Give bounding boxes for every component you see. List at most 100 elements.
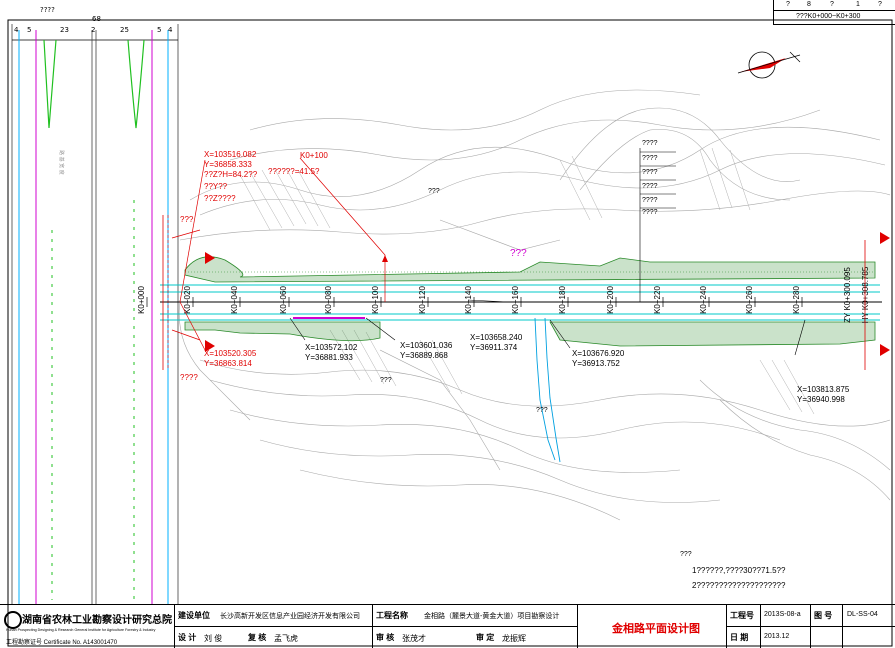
north-arrow-icon <box>737 51 801 79</box>
project-label: 工程名称 <box>376 611 408 620</box>
direction-arrow <box>382 255 388 262</box>
elev-row-2: ???? <box>642 169 658 176</box>
project-no-label: 工程号 <box>730 611 754 620</box>
institute-logo-icon <box>4 611 22 629</box>
road-slope-bottom <box>184 321 876 347</box>
station-label-curve: HY K0+308.785 <box>861 266 870 323</box>
top-box-col-2: 8 <box>807 1 811 8</box>
coord-bottom-left-x: X=103520.305 <box>204 349 257 358</box>
station-label: K0+200 <box>606 286 615 314</box>
coord-p2-y: Y=36889.868 <box>400 351 448 360</box>
start-boundary <box>162 215 169 370</box>
cross-section-panel: 路 基 宽 度 <box>11 24 179 604</box>
start-arrow-top <box>205 252 215 264</box>
elev-row-1: ???? <box>642 155 658 162</box>
owner-value: 长沙高新开发区信息产业园经济开发有限公司 <box>220 613 360 620</box>
header-seg-1: 4 <box>14 26 19 34</box>
coord-top-left-note1: ??Y?? <box>204 182 228 191</box>
mark-b: ??? <box>510 248 527 259</box>
creek <box>534 317 561 463</box>
coord-top-left-curve: ??Z?H=84.2?? <box>204 170 258 179</box>
coord-top-left-x: X=103516.082 <box>204 150 257 159</box>
drawing-frame <box>7 19 893 647</box>
coord-bottom-left-note: ???? <box>180 373 198 382</box>
project-no-value: 2013S-08-a <box>764 611 801 618</box>
institute-name: 湖南省农林工业勘察设计研究总院 <box>22 615 172 626</box>
top-right-box: ? 8 ? 1 ? ???K0+000~K0+300 <box>773 0 895 25</box>
station-label: K0+080 <box>324 286 333 314</box>
station-label: K0+000 <box>137 286 146 314</box>
station-label: K0+160 <box>511 286 520 314</box>
coord-p4-y: Y=36913.752 <box>572 359 620 368</box>
station-label: K0+020 <box>183 286 192 314</box>
header-seg-2: 5 <box>27 26 31 34</box>
q-left-label: ??? <box>180 215 194 224</box>
coord-p1-x: X=103572.102 <box>305 343 358 352</box>
station-label: K0+040 <box>230 286 239 314</box>
elev-row-4: ???? <box>642 197 658 204</box>
header-seg-4: 2 <box>91 26 95 34</box>
coord-top-left-note2: ??Z???? <box>204 194 236 203</box>
top-box-col-5: ? <box>878 1 882 8</box>
station-label: K0+220 <box>653 286 662 314</box>
terrain-contours <box>178 89 891 521</box>
coord-top-left-y: Y=36858.333 <box>204 160 252 169</box>
top-box-col-1: ? <box>786 1 790 8</box>
design-label: 设 计 <box>178 633 197 642</box>
sheet-no-value: DL-SS-04 <box>847 611 878 618</box>
station-label: K0+240 <box>699 286 708 314</box>
road-slope-top <box>184 256 876 283</box>
mark-d: ??? <box>380 377 392 384</box>
coord-p3-y: Y=36911.374 <box>470 343 518 352</box>
coord-p5-y: Y=36940.998 <box>797 395 845 404</box>
institute-name-en: Hunan Prospecting Designing & Research G… <box>6 627 156 632</box>
top-box-range: ???K0+000~K0+300 <box>796 13 861 20</box>
terrain-hatch <box>239 147 815 415</box>
elev-row-5: ???? <box>642 209 658 216</box>
black-leaders <box>289 299 806 356</box>
station-label-curve: ZY K0+300.095 <box>843 267 852 323</box>
end-boundary <box>864 232 890 370</box>
notes-title: ??? <box>680 551 692 558</box>
coord-top-mid-note: ??????=41.5? <box>268 167 320 176</box>
sheet-no-label: 图 号 <box>814 611 833 620</box>
title-block: 湖南省农林工业勘察设计研究总院 Hunan Prospecting Design… <box>0 604 895 648</box>
station-label: K0+260 <box>745 286 754 314</box>
coord-p5-x: X=103813.875 <box>797 385 850 394</box>
mark-e: ??? <box>536 407 548 414</box>
section-grade-text: 路 基 宽 度 <box>58 150 65 175</box>
station-label: K0+120 <box>418 286 427 314</box>
station-label: K0+100 <box>371 286 380 314</box>
approve-value: 龙振辉 <box>502 634 526 643</box>
header-seg-7: 4 <box>168 26 173 34</box>
coord-p4-x: X=103676.920 <box>572 349 625 358</box>
top-box-col-4: 1 <box>856 1 860 8</box>
approve-label: 审 定 <box>476 633 495 642</box>
check-label: 复 核 <box>248 633 267 642</box>
top-box-col-3: ? <box>830 1 834 8</box>
check-value: 孟飞虎 <box>274 634 298 643</box>
coord-bottom-left-y: Y=36863.814 <box>204 359 252 368</box>
coord-p2-x: X=103601.036 <box>400 341 453 350</box>
review-label: 审 核 <box>376 633 395 642</box>
start-arrow-bottom <box>205 340 215 352</box>
elev-row-3: ???? <box>642 183 658 190</box>
road-edges <box>160 284 880 321</box>
design-value: 刘 俊 <box>204 634 223 643</box>
coord-p3-x: X=103658.240 <box>470 333 523 342</box>
header-top-label: ???? <box>40 6 55 14</box>
owner-label: 建设单位 <box>178 611 210 620</box>
date-value: 2013.12 <box>764 633 790 640</box>
drawing-title: 金相路平面设计图 <box>612 623 700 635</box>
project-value: 金相路（麓景大道-黄金大道）项目勘察设计 <box>424 613 560 620</box>
header-total-width: 68 <box>92 15 101 23</box>
date-label: 日 期 <box>730 633 749 642</box>
header-seg-5: 25 <box>120 26 129 34</box>
mark-a: ??? <box>428 188 440 195</box>
station-label: K0+060 <box>279 286 288 314</box>
elev-title: ???? <box>642 140 658 147</box>
review-value: 张茂才 <box>402 634 426 643</box>
notes-line-1: 1??????,????30??71.5?? <box>692 566 786 575</box>
coord-p1-y: Y=36881.933 <box>305 353 353 362</box>
